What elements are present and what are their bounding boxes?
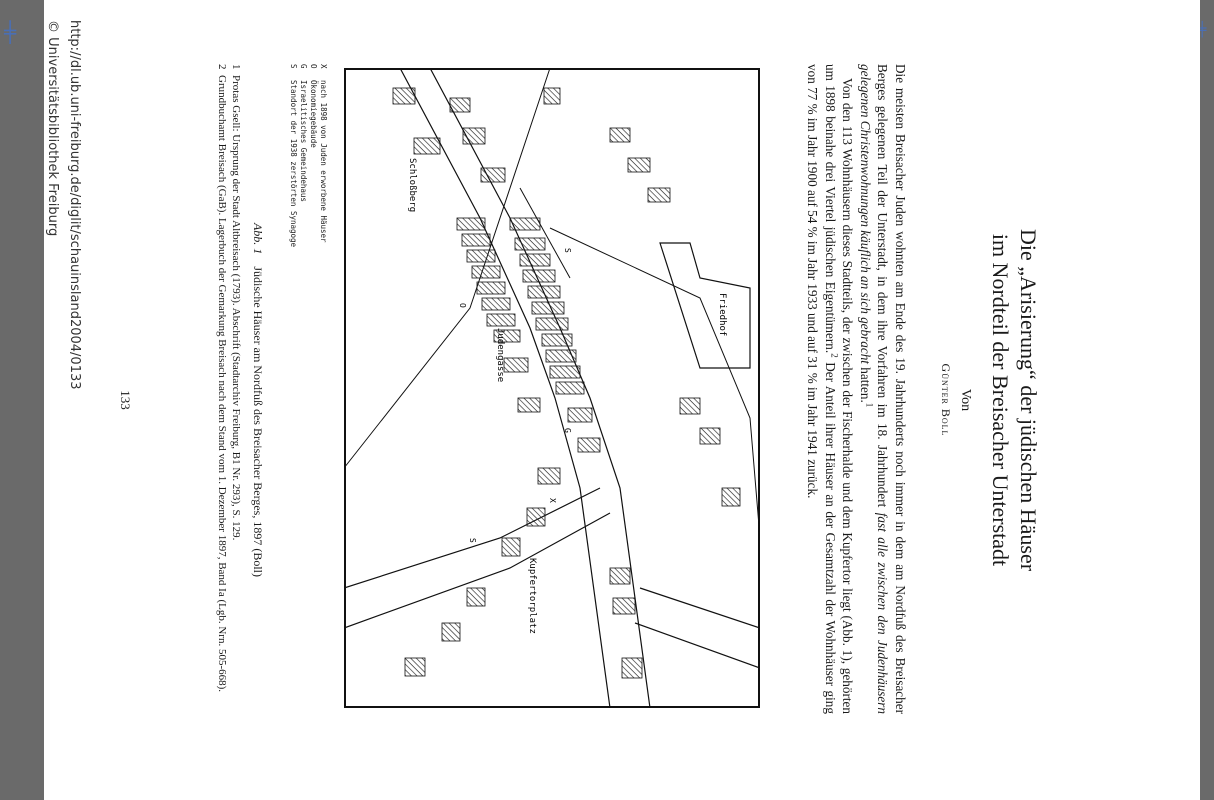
house [527, 285, 561, 299]
house [392, 87, 416, 105]
house [531, 301, 565, 315]
street-judengasse-south-edge [399, 68, 611, 708]
house [647, 187, 671, 203]
library-watermark: http://dl.ub.uni-freiburg.de/diglit/scha… [41, 20, 85, 800]
house [621, 657, 643, 679]
house [555, 381, 585, 395]
article-title: Die „Arisierung“ der jüdischen Häuser im… [986, 0, 1042, 800]
house-row-south [392, 87, 561, 677]
watermark-library: © Universitätsbibliothek Freiburg [45, 20, 60, 237]
rotated-page-content: Die „Arisierung“ der jüdischen Häuser im… [44, 0, 1200, 800]
page-number: 133 [118, 390, 133, 410]
house [535, 317, 569, 331]
cemetery-outline [659, 242, 751, 369]
house [609, 127, 631, 143]
author-name: Günter Boll [939, 363, 953, 437]
house [537, 467, 561, 485]
body-text: Die meisten Breisacher Juden wohnten am … [804, 64, 909, 714]
title-line-1: Die „Arisierung“ der jüdischen Häuser [1016, 228, 1041, 572]
house [679, 397, 701, 415]
paragraph-1: Die meisten Breisacher Juden wohnten am … [858, 64, 908, 714]
house [541, 333, 573, 347]
house [503, 357, 529, 373]
house [526, 507, 546, 527]
house [609, 567, 631, 585]
house [480, 167, 506, 183]
house [476, 281, 506, 295]
house [699, 427, 721, 445]
house [577, 437, 601, 453]
house [449, 97, 471, 113]
house [721, 487, 741, 507]
footnote-ref-1: 1 [864, 402, 875, 408]
left-viewer-edge: ╪ [0, 0, 44, 800]
street-south-branch-east [344, 512, 611, 629]
map-label-schlossberg: Schloßberg [407, 158, 417, 212]
house [466, 587, 486, 607]
street-north-branch-west [639, 587, 760, 629]
house [522, 269, 556, 283]
town-map-figure: Friedhof [344, 68, 760, 708]
house [486, 313, 516, 327]
caption-text: Jüdische Häuser am Nordfuß des Breisache… [251, 266, 265, 578]
house [549, 365, 581, 379]
map-letter-oekonomie: O [458, 303, 467, 308]
house [567, 407, 593, 423]
title-line-2: im Nordteil der Breisacher Unterstadt [988, 233, 1013, 567]
house [493, 329, 521, 343]
street-north-branch-east [634, 622, 760, 669]
house [456, 217, 486, 231]
watermark-url: http://dl.ub.uni-freiburg.de/diglit/scha… [67, 20, 82, 390]
house [514, 237, 546, 251]
schlossberg-boundary [344, 68, 551, 469]
left-corner-mark-icon: ╪ [4, 20, 17, 44]
street-upper-lane [549, 227, 760, 539]
map-letter-x: X [548, 498, 557, 503]
house-row-upper [543, 87, 741, 507]
map-label-judengasse: Judengasse [495, 328, 505, 382]
street-south-branch-west [344, 487, 601, 589]
house [461, 233, 491, 247]
house [471, 265, 501, 279]
footnote-2: 2 Grundbuchamt Breisach (GaB). Lagerbuch… [216, 64, 229, 693]
house [627, 157, 651, 173]
house [462, 127, 486, 145]
house [481, 297, 511, 311]
figure-caption: Abb. 1 Jüdische Häuser am Nordfuß des Br… [250, 0, 265, 800]
house [545, 349, 577, 363]
house [519, 253, 551, 267]
map-label-kupfertorplatz: Kupfertorplatz [527, 558, 537, 634]
map-letter-synagogue: S [563, 248, 572, 253]
house [509, 217, 541, 231]
map-letter-s2: S [468, 538, 477, 543]
house-row-north [449, 97, 643, 679]
house [517, 397, 541, 413]
right-corner-mark-icon: ╪ [1198, 22, 1207, 38]
footnotes: 1 Protas Gsell: Ursprung der Stadt Altbr… [215, 64, 243, 712]
caption-label: Abb. 1 [251, 222, 265, 255]
scanned-page: Die „Arisierung“ der jüdischen Häuser im… [44, 0, 1200, 800]
house [501, 537, 521, 557]
map-label-friedhof: Friedhof [717, 293, 727, 336]
street-judengasse-north-edge [429, 68, 651, 708]
footnote-1: 1 Protas Gsell: Ursprung der Stadt Altbr… [230, 64, 242, 541]
house [441, 622, 461, 642]
house [612, 597, 636, 615]
street-connector [519, 187, 571, 279]
house [543, 87, 561, 105]
paragraph-2: Von den 113 Wohnhäusern dieses Stadtteil… [805, 64, 856, 714]
house [466, 249, 496, 263]
right-viewer-edge: ╪ [1198, 0, 1214, 800]
house [404, 657, 426, 677]
byline-von: Von [958, 388, 973, 412]
house [413, 137, 441, 155]
map-letter-gemeindehaus: G [563, 428, 572, 433]
